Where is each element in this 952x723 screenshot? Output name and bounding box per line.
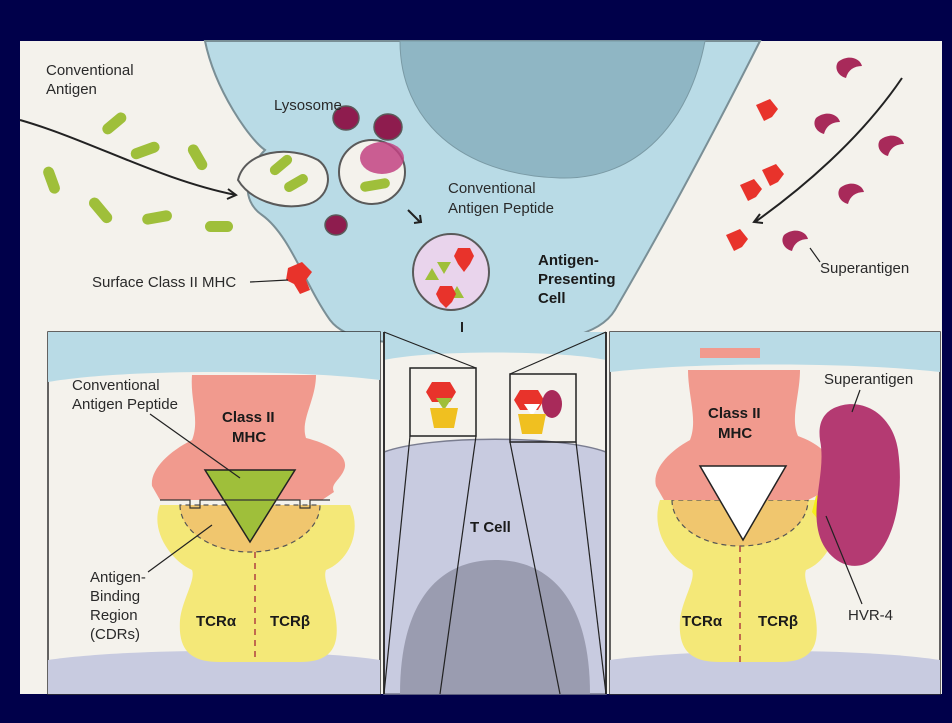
label-binding-3: Region [90, 607, 138, 624]
label-t-cell: T Cell [470, 519, 511, 536]
label-conventional-antigen-2: Antigen [46, 81, 97, 98]
center-panel [384, 332, 606, 694]
label-left-peptide-1: Conventional [72, 377, 160, 394]
label-right-mhc-1: Class II [708, 405, 761, 422]
label-left-mhc-1: Class II [222, 409, 275, 426]
label-binding-1: Antigen- [90, 569, 146, 586]
label-peptide-top-1: Conventional [448, 180, 536, 197]
lysosome-small [325, 215, 347, 235]
label-left-tcr-alpha: TCRα [196, 613, 237, 630]
label-left-tcr-beta: TCRβ [270, 613, 310, 630]
label-left-mhc-2: MHC [232, 429, 266, 446]
label-right-tcr-beta: TCRβ [758, 613, 798, 630]
label-peptide-top-2: Antigen Peptide [448, 200, 554, 217]
label-conventional-antigen-1: Conventional [46, 62, 134, 79]
label-apc-1: Antigen- [538, 252, 599, 269]
label-hvr-4: HVR-4 [848, 607, 893, 624]
label-apc-3: Cell [538, 290, 566, 307]
label-binding-4: (CDRs) [90, 626, 140, 643]
label-binding-2: Binding [90, 588, 140, 605]
peptide-loading-vesicle [413, 234, 489, 310]
label-right-superantigen: Superantigen [824, 371, 913, 388]
label-surface-mhc: Surface Class II MHC [92, 274, 236, 291]
label-left-peptide-2: Antigen Peptide [72, 396, 178, 413]
label-right-tcr-alpha: TCRα [682, 613, 723, 630]
label-superantigen-top: Superantigen [820, 260, 909, 277]
label-right-mhc-2: MHC [718, 425, 752, 442]
label-apc-2: Presenting [538, 271, 616, 288]
label-lysosome: Lysosome [274, 97, 342, 114]
